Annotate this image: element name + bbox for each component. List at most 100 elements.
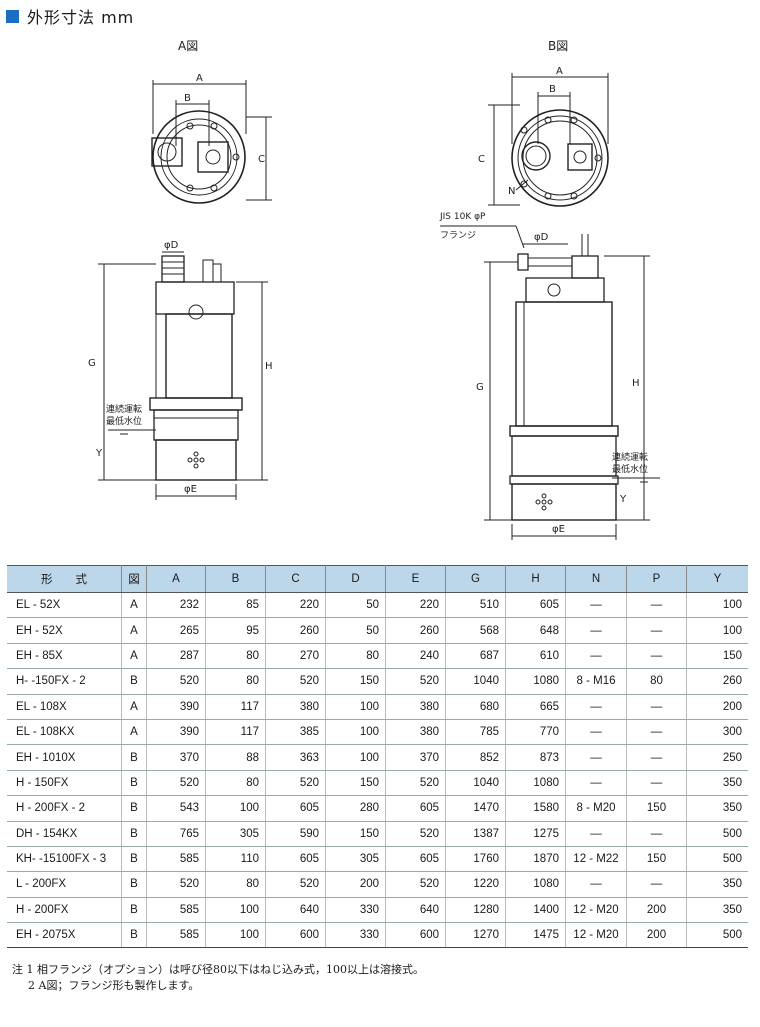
table-cell: 640 xyxy=(265,897,326,924)
table-cell: 1280 xyxy=(445,897,506,924)
table-cell: — xyxy=(626,592,687,619)
table-cell: EL - 52X xyxy=(7,592,122,619)
table-cell: 605 xyxy=(385,846,446,873)
b-dim-b-label: B xyxy=(549,84,556,95)
table-cell: 1080 xyxy=(505,668,566,695)
table-cell: 200 xyxy=(686,694,748,720)
b-water-level-1: 連続運転 xyxy=(612,451,648,463)
col-header-p: P xyxy=(626,565,687,593)
table-cell: 640 xyxy=(385,897,446,924)
table-cell: 680 xyxy=(445,694,506,720)
table-cell: 150 xyxy=(325,821,386,847)
dim-h-label: H xyxy=(265,361,273,372)
table-cell: 585 xyxy=(146,922,206,949)
table-cell: 1040 xyxy=(445,770,506,797)
table-cell: 520 xyxy=(385,668,446,695)
table-cell: 765 xyxy=(146,821,206,847)
table-cell: A xyxy=(121,617,147,644)
table-cell: 520 xyxy=(146,668,206,695)
table-cell: 220 xyxy=(385,592,446,619)
table-cell: 852 xyxy=(445,744,506,771)
table-cell: — xyxy=(626,770,687,797)
table-cell: 8 - M16 xyxy=(565,668,627,695)
table-cell: 12 - M20 xyxy=(565,922,627,949)
table-cell: 600 xyxy=(385,922,446,949)
col-header-e: E xyxy=(385,565,446,593)
page-title: 外形寸法 mm xyxy=(27,8,135,27)
table-cell: B xyxy=(121,770,147,797)
table-cell: 1580 xyxy=(505,795,566,822)
table-cell: 12 - M22 xyxy=(565,846,627,873)
table-cell: 350 xyxy=(686,871,748,898)
table-cell: 300 xyxy=(686,719,748,746)
figure-b-side-view: JIS 10K φP フランジ φD G H xyxy=(439,212,660,540)
table-cell: — xyxy=(565,770,627,797)
table-cell: B xyxy=(121,744,147,771)
b-dim-y-label: Y xyxy=(619,494,627,505)
table-cell: 568 xyxy=(445,617,506,644)
table-cell: 150 xyxy=(626,795,687,822)
drawings-area: A図 A B C φD xyxy=(0,34,760,550)
table-cell: 873 xyxy=(505,744,566,771)
table-cell: 350 xyxy=(686,795,748,822)
table-cell: B xyxy=(121,821,147,847)
table-cell: 605 xyxy=(505,592,566,619)
table-cell: 50 xyxy=(325,617,386,644)
table-cell: — xyxy=(565,592,627,619)
table-cell: 8 - M20 xyxy=(565,795,627,822)
dim-c-label: C xyxy=(258,154,265,165)
col-header-figure: 図 xyxy=(121,565,147,593)
figure-a-top-view: A B C xyxy=(151,73,272,204)
table-cell: B xyxy=(121,871,147,898)
table-cell: 590 xyxy=(265,821,326,847)
table-cell: 1870 xyxy=(505,846,566,873)
table-cell: 520 xyxy=(385,770,446,797)
table-cell: 1220 xyxy=(445,871,506,898)
table-cell: A xyxy=(121,694,147,720)
table-cell: 50 xyxy=(325,592,386,619)
table-cell: 100 xyxy=(686,617,748,644)
table-cell: 220 xyxy=(265,592,326,619)
table-cell: 280 xyxy=(325,795,386,822)
dim-b-label: B xyxy=(184,93,191,104)
table-cell: 80 xyxy=(325,643,386,670)
col-header-b: B xyxy=(205,565,266,593)
table-cell: H- -150FX - 2 xyxy=(7,668,122,695)
title-marker-icon xyxy=(6,9,19,23)
table-cell: 1040 xyxy=(445,668,506,695)
table-cell: 350 xyxy=(686,897,748,924)
table-cell: DH - 154KX xyxy=(7,821,122,847)
table-header-row: 形 式 図 A B C D E G H N P Y xyxy=(7,565,748,593)
table-cell: 687 xyxy=(445,643,506,670)
table-cell: 150 xyxy=(325,668,386,695)
table-cell: 350 xyxy=(686,770,748,797)
table-cell: 100 xyxy=(205,897,266,924)
table-cell: EH - 52X xyxy=(7,617,122,644)
col-header-h: H xyxy=(505,565,566,593)
table-cell: — xyxy=(626,617,687,644)
table-cell: 370 xyxy=(146,744,206,771)
table-cell: 605 xyxy=(265,795,326,822)
table-cell: 287 xyxy=(146,643,206,670)
table-cell: 80 xyxy=(205,643,266,670)
table-cell: — xyxy=(565,744,627,771)
figure-b-top-view: A B C N xyxy=(478,66,609,207)
table-cell: 1475 xyxy=(505,922,566,949)
table-cell: 600 xyxy=(265,922,326,949)
table-cell: 1270 xyxy=(445,922,506,949)
table-cell: EH - 85X xyxy=(7,643,122,670)
table-cell: 150 xyxy=(686,643,748,670)
page-title-row: 外形寸法 mm xyxy=(6,4,134,28)
table-cell: 250 xyxy=(686,744,748,771)
table-cell: B xyxy=(121,668,147,695)
table-cell: L - 200FX xyxy=(7,871,122,898)
table-cell: 500 xyxy=(686,821,748,847)
table-cell: 260 xyxy=(385,617,446,644)
table-cell: 80 xyxy=(205,871,266,898)
